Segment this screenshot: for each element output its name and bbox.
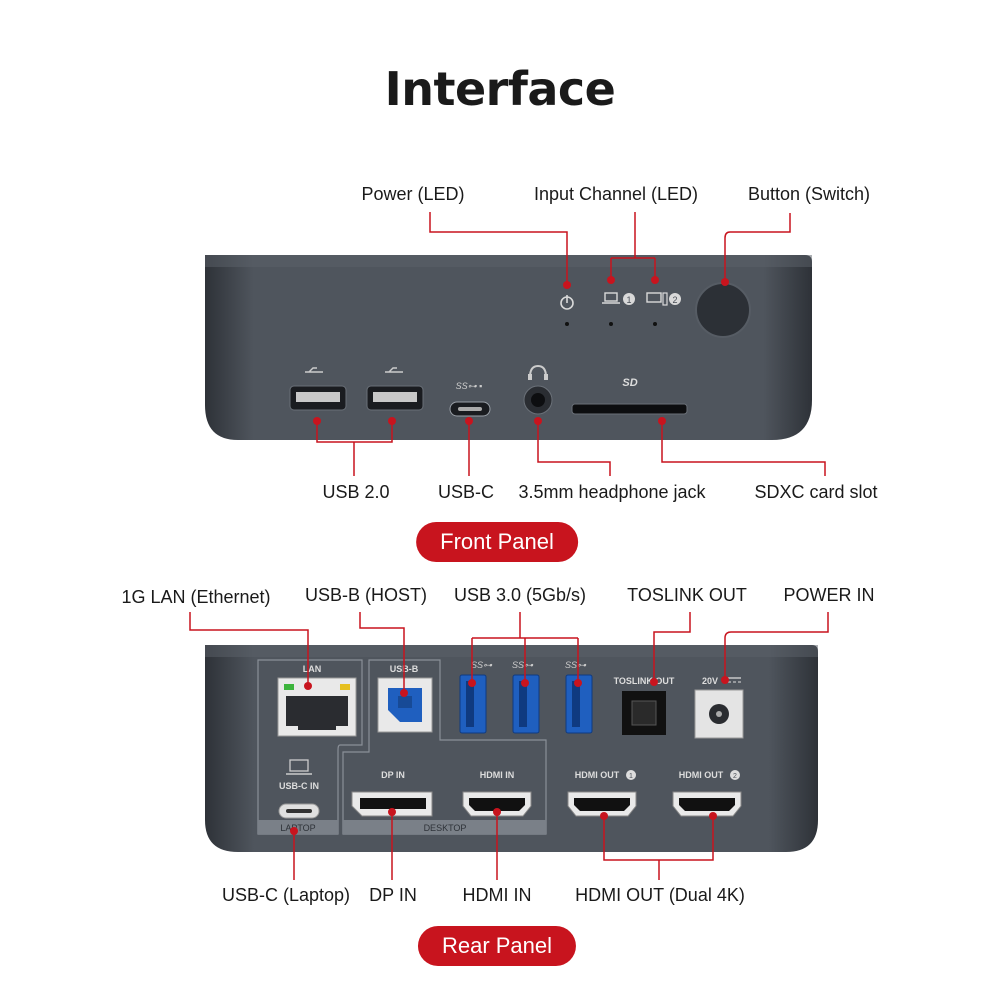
usb3-port-3: SS⊶ (565, 660, 593, 734)
desktop-channel-icon: 2 (646, 292, 681, 306)
svg-text:SS⊶: SS⊶ (471, 660, 493, 670)
hdmi-out2-port (672, 791, 742, 817)
lan-ethernet-label: 1G LAN (Ethernet) (121, 587, 271, 607)
hdmi-out-label: HDMI OUT (Dual 4K) (575, 885, 745, 905)
sd-logo: SD (622, 377, 637, 389)
rear-device: LAPTOP DESKTOP LAN USB-C IN USB-B (205, 645, 818, 852)
usb2-port-2 (366, 367, 424, 411)
hdmi-out2-number: 2 (733, 773, 737, 780)
rear-leader-dots (290, 676, 729, 835)
sd-card-slot: SD (571, 377, 688, 415)
rear-panel-badge: Rear Panel (417, 926, 577, 966)
input-channel-led-label: Input Channel (LED) (533, 184, 699, 204)
power-led-label: Power (LED) (361, 184, 465, 204)
laptop-icon (286, 759, 312, 775)
usbb-host-label: USB-B (HOST) (304, 585, 428, 605)
dp-in-label: DP IN (369, 885, 417, 905)
sdxc-slot-label: SDXC card slot (754, 482, 878, 502)
laptop-channel-icon: 1 (602, 292, 635, 305)
usb2-label: USB 2.0 (322, 482, 390, 502)
hdmi-out1-number: 1 (629, 773, 633, 780)
hdmi-out1-port (567, 791, 637, 817)
power-in-label: POWER IN (783, 585, 875, 605)
usbc-laptop-label: USB-C (Laptop) (221, 885, 351, 905)
usbc-in-label: USB-C IN (279, 781, 319, 791)
usb2-port-1 (289, 367, 347, 411)
page-title: Interface (384, 62, 616, 116)
button-switch-label: Button (Switch) (747, 184, 871, 204)
usb3-port-1: SS⊶ (459, 660, 493, 734)
usbc-front-port: SS⊶ ▪ (449, 381, 491, 417)
rear-leader-lines (189, 612, 829, 880)
laptop-zone-label: LAPTOP (280, 823, 315, 833)
switch-button[interactable] (695, 282, 751, 338)
dc-voltage-label: 20V (702, 676, 718, 686)
desktop-zone-label: DESKTOP (424, 823, 467, 833)
front-leader-dots (313, 276, 729, 425)
dc-power-port (694, 689, 744, 739)
power-icon (560, 295, 574, 310)
displayport-in-port (351, 791, 433, 817)
hdmi-in-port (462, 791, 532, 817)
svg-text:SS⊶: SS⊶ (565, 660, 587, 670)
toslink-out-label: TOSLINK OUT (627, 585, 747, 605)
usbb-port (377, 677, 433, 733)
dp-in-device-label: DP IN (381, 770, 405, 780)
ch1-number: 1 (626, 295, 631, 305)
usbc-laptop-port (278, 803, 320, 819)
front-leader-lines (316, 212, 826, 476)
toslink-port (622, 691, 666, 735)
hdmi-out1-device-label: HDMI OUT (575, 770, 620, 780)
hdmi-in-device-label: HDMI IN (480, 770, 515, 780)
headphone-jack (523, 364, 553, 415)
ch2-number: 2 (672, 295, 677, 305)
hdmi-out2-device-label: HDMI OUT (679, 770, 724, 780)
lan-label: LAN (303, 664, 322, 674)
front-panel-badge: Front Panel (416, 522, 578, 562)
svg-text:SS⊶ ▪: SS⊶ ▪ (456, 381, 483, 391)
headphone-jack-label: 3.5mm headphone jack (518, 482, 706, 502)
toslink-label: TOSLINK OUT (614, 676, 675, 686)
ethernet-port (277, 677, 357, 737)
svg-text:SS⊶: SS⊶ (512, 660, 534, 670)
usbc-front-label: USB-C (437, 482, 495, 502)
front-device: 1 2 SS⊶ ▪ (205, 255, 812, 440)
usb3-label: USB 3.0 (5Gb/s) (453, 585, 587, 605)
hdmi-in-label: HDMI IN (462, 885, 532, 905)
usb3-port-2: SS⊶ (512, 660, 540, 734)
